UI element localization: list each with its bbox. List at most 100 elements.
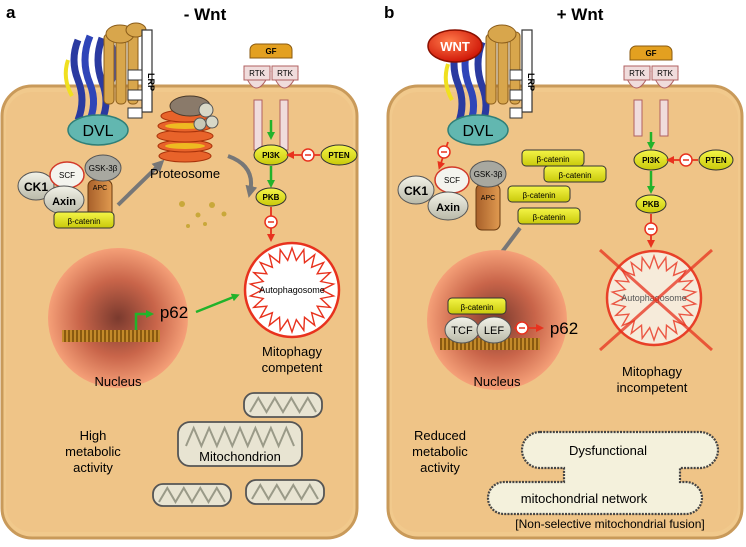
- pten-protein-b: [698, 149, 734, 171]
- rtk-receptor-b: [623, 45, 679, 137]
- nuclear-beta-catenin: [447, 297, 507, 315]
- nuclear-beta-catenin-label: β-catenin: [460, 303, 493, 312]
- gf-label-b: GF: [645, 49, 656, 58]
- mitochondria-group: Mitochondrion: [152, 392, 325, 507]
- metabolic-label-1: High: [80, 428, 107, 443]
- mitochondrion-label: Mitochondrion: [199, 449, 281, 464]
- panel-b: b + Wnt LRP WNT DVL: [384, 3, 744, 540]
- beta-catenin-label: β-catenin: [67, 217, 100, 226]
- panel-b-letter: b: [384, 3, 394, 22]
- mitochondrion-large: [177, 421, 303, 467]
- mitochondrion-small-2: [152, 483, 232, 507]
- metabolic-label-3: activity: [73, 460, 113, 475]
- nucleus: [48, 248, 188, 388]
- gf-ligand: [249, 43, 293, 59]
- lrp-label: LRP: [146, 73, 156, 91]
- rtk-right-label: RTK: [277, 69, 294, 78]
- pten-label: PTEN: [328, 151, 350, 160]
- proteosome-label: Proteosome: [150, 166, 220, 181]
- panel-a: a - Wnt LRP DVL: [0, 3, 359, 540]
- pkb-protein-b: [635, 194, 667, 214]
- mitochondrion-small-1: [243, 392, 323, 418]
- p62-transcription-arrow: [134, 310, 154, 330]
- metabolic-label-1-b: Reduced: [414, 428, 466, 443]
- autophagosome-label: Autophagosome: [259, 285, 325, 295]
- destruction-complex: APC CK1 GSK-3β SCF Axin β-catenin: [17, 154, 122, 229]
- ck1-label-b: CK1: [404, 184, 428, 198]
- network-label: mitochondrial network: [521, 491, 648, 506]
- gsk3b-protein-b: [469, 160, 507, 188]
- mitochondrial-network: [486, 430, 720, 516]
- lrp-receptor: LRP: [103, 22, 156, 119]
- metabolic-label-3-b: activity: [420, 460, 460, 475]
- rtk-receptor: [243, 43, 299, 151]
- axin-protein-b: [427, 191, 469, 221]
- axin-label: Axin: [52, 196, 76, 208]
- pkb-label-b: PKB: [643, 200, 660, 209]
- dna-strand: [62, 330, 160, 342]
- proteosome: [156, 95, 219, 163]
- ck1-protein-b: [397, 175, 435, 205]
- pi3k-label: PI3K: [262, 151, 280, 160]
- p62-autophagosome-arrow: [195, 293, 240, 314]
- block-cross-2: [599, 248, 713, 352]
- tcf-label: TCF: [451, 325, 473, 337]
- wnt-ligand: [427, 29, 483, 63]
- rtk-left-label-b: RTK: [629, 69, 646, 78]
- dvl-protein-b: [447, 114, 509, 146]
- wnt-label: WNT: [440, 39, 470, 54]
- lef-protein: [476, 316, 512, 344]
- mitochondrion-small-3: [245, 479, 325, 505]
- dvl-label-b: DVL: [462, 123, 493, 140]
- ck1-label: CK1: [24, 180, 48, 194]
- pkb-label: PKB: [263, 193, 280, 202]
- dysfunctional-label: Dysfunctional: [569, 443, 647, 458]
- panel-a-title: - Wnt: [184, 5, 227, 24]
- apc-label: APC: [93, 185, 107, 192]
- degradation-arrow: [116, 159, 165, 207]
- bcat-3-label: β-catenin: [522, 191, 555, 200]
- rtk-left-label: RTK: [249, 69, 266, 78]
- degraded-fragments: [179, 201, 227, 228]
- gsk3b-protein: [84, 154, 122, 182]
- axin-label-b: Axin: [436, 202, 460, 214]
- p62-label-b: p62: [550, 319, 578, 338]
- autophagosome: [243, 241, 341, 339]
- dvl-label: DVL: [82, 123, 113, 140]
- p62-label: p62: [160, 303, 188, 322]
- apc-label-b: APC: [481, 195, 495, 202]
- scf-label-b: SCF: [444, 176, 460, 185]
- pten-label-b: PTEN: [705, 156, 727, 165]
- metabolic-label-2: metabolic: [65, 444, 121, 459]
- dvl-protein: [67, 114, 129, 146]
- ck1-protein: [17, 171, 55, 201]
- mitophagy-label-2-b: incompetent: [617, 380, 688, 395]
- gsk3b-label-b: GSK-3β: [474, 170, 503, 179]
- panel-a-letter: a: [6, 3, 16, 22]
- scf-label: SCF: [59, 171, 75, 180]
- nucleus-label: Nucleus: [95, 374, 142, 389]
- lef-label: LEF: [484, 325, 504, 337]
- gf-label: GF: [265, 47, 276, 56]
- bcat-4-label: β-catenin: [532, 213, 565, 222]
- nucleus-label-b: Nucleus: [474, 374, 521, 389]
- pkb-protein: [255, 187, 287, 207]
- fragment-arrow: [227, 154, 258, 198]
- lrp-label-b: LRP: [526, 73, 536, 91]
- bcat-1-label: β-catenin: [536, 155, 569, 164]
- mitophagy-label-1-b: Mitophagy: [622, 364, 682, 379]
- pten-protein: [320, 144, 358, 166]
- free-beta-catenin: β-catenin β-catenin β-catenin β-catenin: [507, 149, 607, 225]
- rtk-right-label-b: RTK: [657, 69, 674, 78]
- bcat-2-label: β-catenin: [558, 171, 591, 180]
- destruction-complex-b: APC CK1 GSK-3β SCF Axin: [397, 160, 507, 231]
- panel-b-title: + Wnt: [557, 5, 604, 24]
- mitophagy-label-1: Mitophagy: [262, 344, 322, 359]
- fusion-note: [Non-selective mitochondrial fusion]: [515, 517, 704, 531]
- lrp-receptor-b: LRP: [485, 24, 536, 119]
- beta-catenin-pill: [53, 211, 115, 229]
- mitophagy-label-2: competent: [262, 360, 323, 375]
- pi3k-label-b: PI3K: [642, 156, 660, 165]
